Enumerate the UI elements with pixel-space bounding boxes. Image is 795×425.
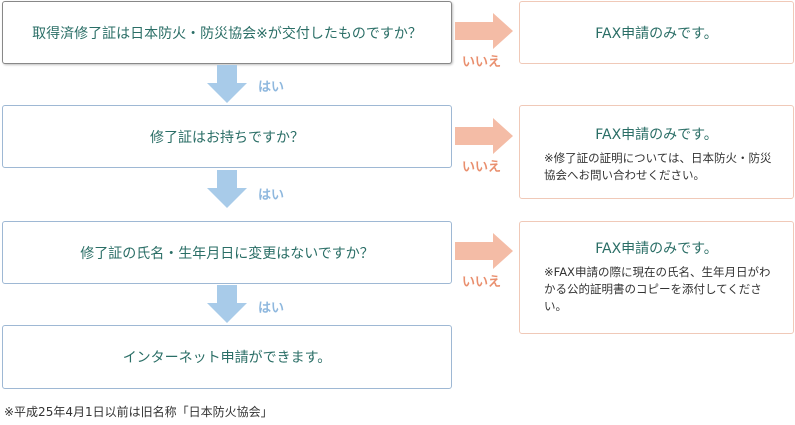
question-text-1: 取得済修了証は日本防火・防災協会※が交付したものですか？ (32, 25, 422, 42)
no-label-2: いいえ (462, 160, 502, 175)
answer-note-2: ※修了証の証明については、日本防火・防災協会へお問い合わせください。 (544, 151, 772, 182)
footnote: ※平成25年4月1日以前は旧名称「日本防火協会」 (4, 405, 273, 419)
yes-label-1: はい (258, 80, 285, 95)
right-arrow-2 (455, 118, 513, 154)
question-box-1: 取得済修了証は日本防火・防災協会※が交付したものですか？ (2, 1, 452, 64)
answer-head-1: FAX申請のみです。 (595, 25, 718, 42)
answer-note-3: ※FAX申請の際に現在の氏名、生年月日がわかる公的証明書のコピーを添付してくださ… (544, 265, 771, 313)
right-arrow-1 (455, 13, 513, 49)
yes-label-2: はい (258, 188, 285, 203)
question-box-3: 修了証の氏名・生年月日に変更はないですか？ (2, 221, 452, 284)
question-text-3: 修了証の氏名・生年月日に変更はないですか？ (80, 245, 374, 262)
answer-head-2: FAX申請のみです。 (595, 127, 718, 143)
right-arrow-3 (455, 233, 513, 269)
answer-box-1: FAX申請のみです。 (519, 1, 794, 64)
yes-label-3: はい (258, 301, 285, 316)
down-arrow-1 (207, 65, 247, 103)
no-label-1: いいえ (462, 55, 502, 70)
final-box: インターネット申請ができます。 (2, 325, 452, 389)
final-text: インターネット申請ができます。 (122, 350, 332, 366)
answer-head-3: FAX申請のみです。 (595, 241, 718, 257)
no-label-3: いいえ (462, 275, 502, 290)
question-text-2: 修了証はお持ちですか？ (150, 129, 304, 146)
answer-box-3: FAX申請のみです。 ※FAX申請の際に現在の氏名、生年月日がわかる公的証明書の… (519, 221, 794, 334)
down-arrow-3 (207, 285, 247, 323)
down-arrow-2 (207, 170, 247, 208)
question-box-2: 修了証はお持ちですか？ (2, 105, 452, 168)
answer-box-2: FAX申請のみです。 ※修了証の証明については、日本防火・防災協会へお問い合わせ… (519, 105, 794, 199)
